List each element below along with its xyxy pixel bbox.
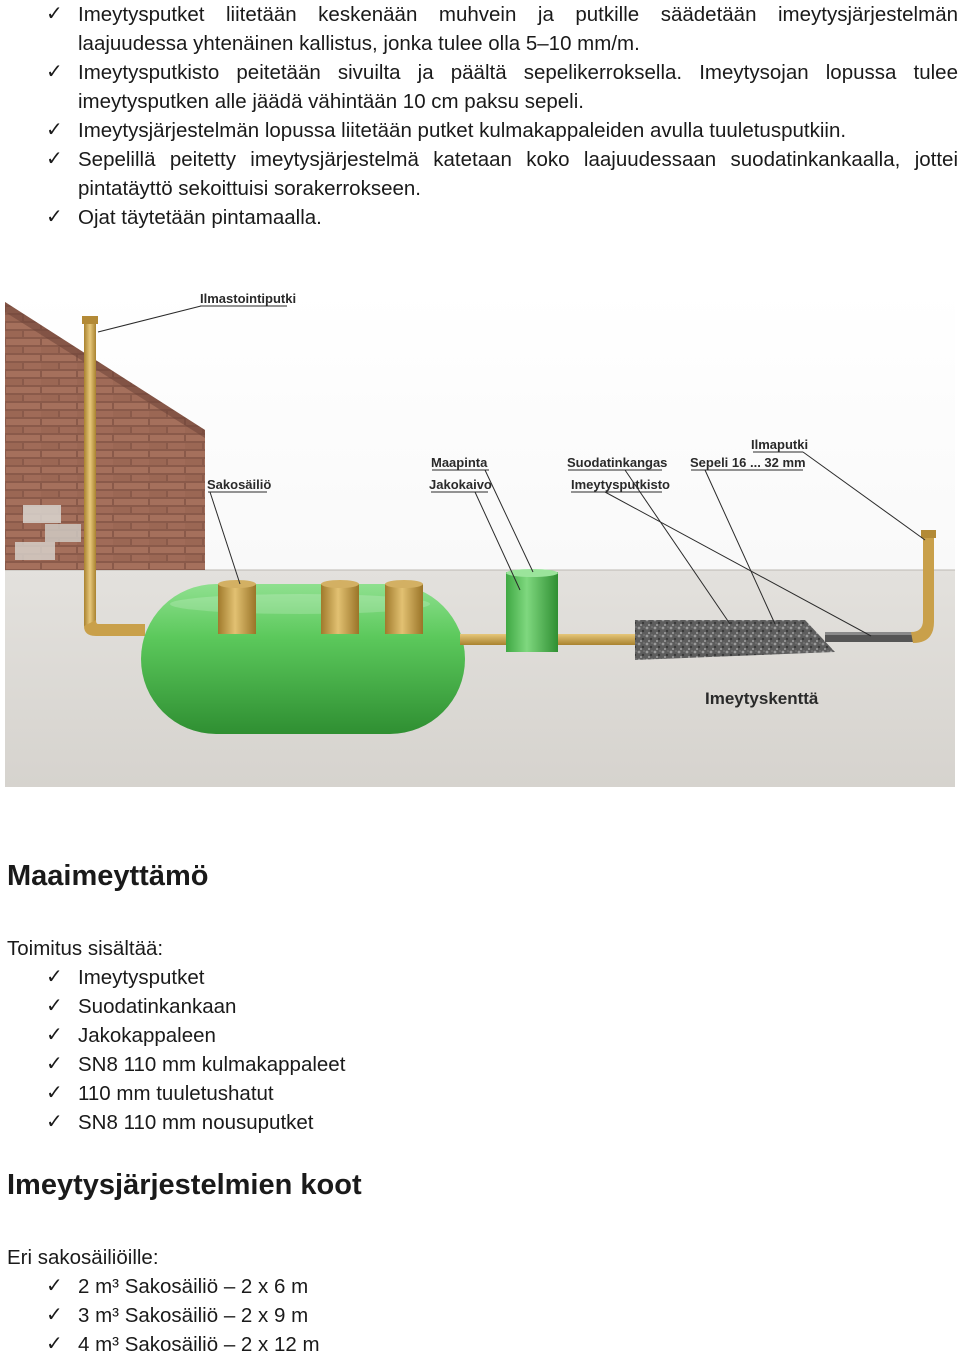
septic-system-illustration: Ilmastointiputki Sakosäiliö Maapinta Jak… bbox=[5, 290, 955, 787]
label-ilmastointiputki: Ilmastointiputki bbox=[200, 291, 296, 306]
list-item: ✓SN8 110 mm nousuputket bbox=[0, 1108, 600, 1137]
label-sakosailio: Sakosäiliö bbox=[207, 477, 271, 492]
section-heading-maaimeyttamo: Maaimeyttämö bbox=[7, 860, 209, 892]
check-icon: ✓ bbox=[46, 1333, 63, 1355]
check-icon: ✓ bbox=[46, 206, 63, 228]
check-icon: ✓ bbox=[46, 3, 63, 25]
sizes-list: ✓2 m³ Sakosäiliö – 2 x 6 m ✓3 m³ Sakosäi… bbox=[0, 1272, 600, 1359]
label-suodatinkangas: Suodatinkangas bbox=[567, 455, 667, 470]
infiltration-pipe bbox=[825, 632, 915, 642]
check-icon: ✓ bbox=[46, 148, 63, 170]
check-icon: ✓ bbox=[46, 119, 63, 141]
delivery-list: ✓Imeytysputket ✓Suodatinkankaan ✓Jakokap… bbox=[0, 963, 600, 1137]
list-item: ✓Ojat täytetään pintamaalla. bbox=[0, 203, 958, 232]
gravel-bed bbox=[635, 620, 835, 660]
vent-pipe bbox=[84, 320, 96, 570]
list-item: ✓Imeytysputket liitetään keskenään muhve… bbox=[0, 0, 958, 58]
label-imeytyskentta: Imeytyskenttä bbox=[705, 689, 819, 708]
list-item: ✓Jakokappaleen bbox=[0, 1021, 600, 1050]
check-icon: ✓ bbox=[46, 1082, 63, 1104]
list-item: ✓3 m³ Sakosäiliö – 2 x 9 m bbox=[0, 1301, 600, 1330]
list-item: ✓SN8 110 mm kulmakappaleet bbox=[0, 1050, 600, 1079]
air-pipe bbox=[911, 536, 934, 643]
label-ilmaputki: Ilmaputki bbox=[751, 437, 808, 452]
check-icon: ✓ bbox=[46, 1111, 63, 1133]
label-imeytysputkisto: Imeytysputkisto bbox=[571, 477, 670, 492]
house bbox=[5, 302, 205, 570]
sizes-lead: Eri sakosäiliöille: bbox=[7, 1246, 159, 1269]
list-item: ✓110 mm tuuletushatut bbox=[0, 1079, 600, 1108]
instruction-list: ✓Imeytysputket liitetään keskenään muhve… bbox=[0, 0, 958, 232]
distribution-well bbox=[506, 569, 558, 652]
septic-tank bbox=[141, 580, 465, 734]
list-item: ✓Sepelillä peitetty imeytysjärjestelmä k… bbox=[0, 145, 958, 203]
check-icon: ✓ bbox=[46, 995, 63, 1017]
label-jakokaivo: Jakokaivo bbox=[429, 477, 492, 492]
label-sepeli: Sepeli 16 ... 32 mm bbox=[690, 455, 806, 470]
label-maapinta: Maapinta bbox=[431, 455, 488, 470]
check-icon: ✓ bbox=[46, 1024, 63, 1046]
list-item: ✓Imeytysjärjestelmän lopussa liitetään p… bbox=[0, 116, 958, 145]
check-icon: ✓ bbox=[46, 61, 63, 83]
list-item: ✓Imeytysputkisto peitetään sivuilta ja p… bbox=[0, 58, 958, 116]
check-icon: ✓ bbox=[46, 1275, 63, 1297]
check-icon: ✓ bbox=[46, 966, 63, 988]
list-item: ✓Imeytysputket bbox=[0, 963, 600, 992]
list-item: ✓2 m³ Sakosäiliö – 2 x 6 m bbox=[0, 1272, 600, 1301]
check-icon: ✓ bbox=[46, 1053, 63, 1075]
list-item: ✓4 m³ Sakosäiliö – 2 x 12 m bbox=[0, 1330, 600, 1359]
section-heading-koot: Imeytysjärjestelmien koot bbox=[7, 1169, 362, 1201]
delivery-lead: Toimitus sisältää: bbox=[7, 937, 164, 960]
list-item: ✓Suodatinkankaan bbox=[0, 992, 600, 1021]
check-icon: ✓ bbox=[46, 1304, 63, 1326]
